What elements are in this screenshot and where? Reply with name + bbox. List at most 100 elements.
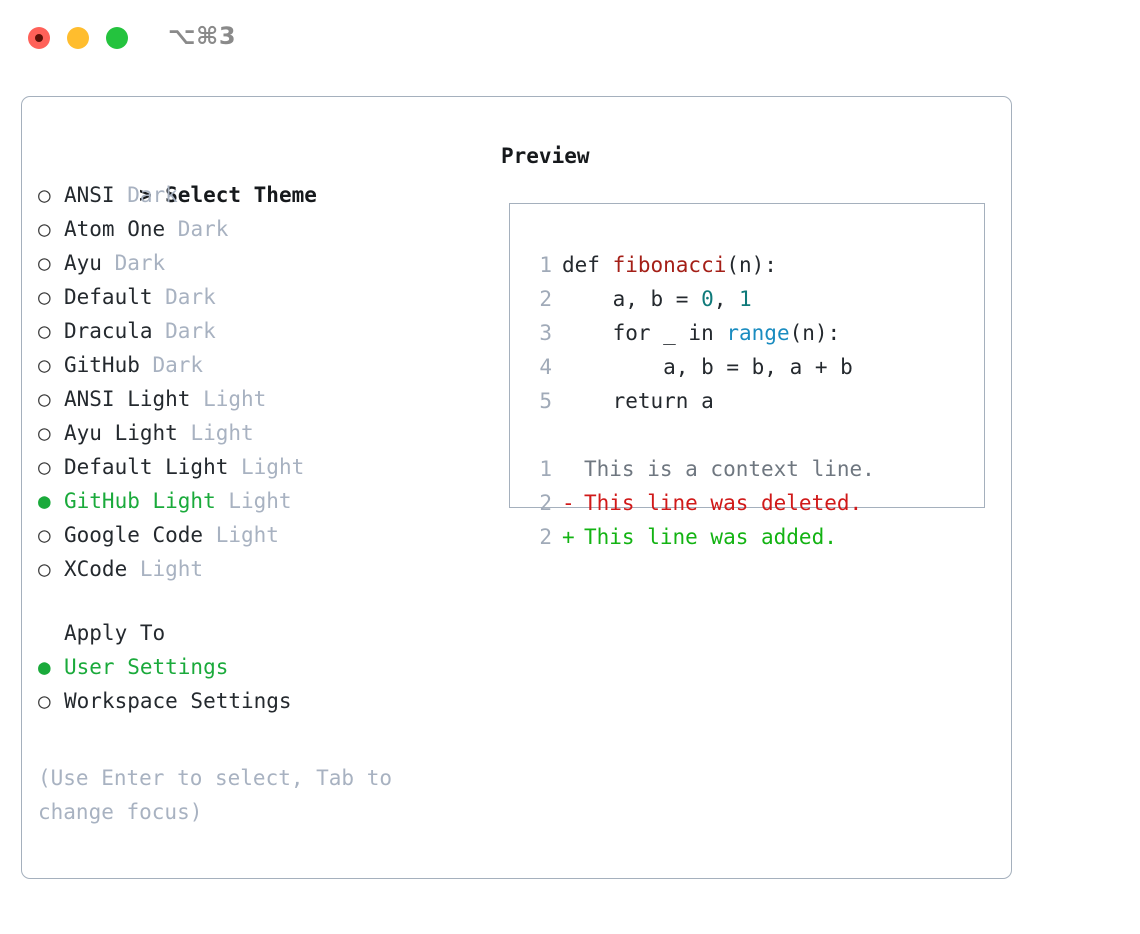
- apply-to-heading: Apply To: [64, 621, 166, 645]
- theme-name: ANSI Light: [64, 387, 191, 411]
- radio-unselected-icon: ○: [38, 183, 51, 207]
- close-window-button[interactable]: [28, 27, 50, 49]
- theme-list-item[interactable]: ○Dracula Dark: [38, 314, 478, 348]
- theme-list-item[interactable]: ○ ANSI Light Light: [38, 382, 478, 416]
- radio-unselected-icon: ○: [38, 217, 51, 241]
- heading-caret-icon: >: [139, 183, 152, 207]
- diff-line-body: + This line was added.: [562, 525, 837, 549]
- diff-line-text: This line was deleted.: [584, 491, 863, 515]
- code-line-text: return a: [562, 389, 714, 413]
- window-title: ⌥⌘3: [168, 22, 237, 50]
- theme-list-item[interactable]: ○ Atom One Dark: [38, 212, 478, 246]
- theme-name: GitHub Light: [64, 489, 216, 513]
- code-token: 1: [739, 287, 752, 311]
- diff-line: 2 + This line was added.: [526, 520, 978, 554]
- theme-picker-pane: > Select Theme ○ ANSI Dark ○ Atom One Dark ○ A…: [38, 144, 478, 718]
- theme-variant-badge: Light: [203, 523, 279, 547]
- radio-selected-icon: ●: [38, 655, 51, 679]
- theme-list-item[interactable]: ○ Google Code Light: [38, 518, 478, 552]
- theme-name: ANSI: [64, 183, 115, 207]
- radio-unselected-icon: ○: [38, 251, 51, 275]
- theme-variant-badge: Dark: [139, 353, 204, 377]
- theme-variant-badge: Dark: [152, 285, 216, 309]
- theme-name: Default Light: [64, 455, 229, 479]
- code-token: fibonacci: [612, 253, 727, 277]
- maximize-window-button[interactable]: [106, 27, 128, 49]
- minimize-window-button[interactable]: [67, 27, 89, 49]
- code-token: 0: [701, 287, 714, 311]
- radio-unselected-icon: ○: [38, 455, 51, 479]
- apply-to-list: ● User Settings ○ Workspace Settings: [38, 650, 478, 718]
- radio-unselected-icon: ○: [38, 689, 51, 713]
- radio-unselected-icon: ○: [38, 523, 51, 547]
- theme-name: Google Code: [64, 523, 204, 547]
- line-number: 2: [539, 525, 552, 549]
- theme-name: Ayu Light: [64, 421, 178, 445]
- line-number: 4: [539, 355, 552, 379]
- code-token: (n):: [726, 253, 777, 277]
- theme-name: Dracula: [64, 319, 153, 343]
- theme-list-item[interactable]: ○ XCode Light: [38, 552, 478, 586]
- apply-to-label: User Settings: [64, 655, 229, 679]
- diff-line-body: This is a context line.: [562, 457, 875, 481]
- diff-line: 1 This is a context line.: [526, 452, 978, 486]
- radio-unselected-icon: ○: [38, 421, 51, 445]
- theme-name: GitHub: [64, 353, 140, 377]
- line-number: 2: [539, 491, 552, 515]
- theme-list-item[interactable]: ○ Ayu Light Light: [38, 416, 478, 450]
- theme-list-item[interactable]: ○GitHub Dark: [38, 348, 478, 382]
- diff-sign: -: [562, 491, 575, 515]
- line-number: 1: [539, 253, 552, 277]
- code-line: 3 for _ in range(n):: [526, 316, 978, 350]
- theme-name: XCode: [64, 557, 128, 581]
- theme-list-item[interactable]: ○ANSI Dark: [38, 178, 478, 212]
- radio-unselected-icon: ○: [38, 285, 51, 309]
- code-token: (n):: [789, 321, 841, 345]
- radio-unselected-icon: ○: [38, 557, 51, 581]
- theme-variant-badge: Light: [177, 421, 254, 445]
- preview-heading: Preview: [501, 144, 590, 168]
- code-line-text: a, b = 0, 1: [562, 287, 752, 311]
- theme-variant-badge: Dark: [165, 217, 229, 241]
- code-diff-separator: [526, 418, 978, 452]
- theme-variant-badge: Light: [228, 455, 305, 479]
- apply-to-item[interactable]: ● User Settings: [38, 650, 478, 684]
- theme-list-item[interactable]: ○ Ayu Dark: [38, 246, 478, 280]
- line-number: 1: [539, 457, 552, 481]
- code-token: a, b =: [562, 287, 702, 311]
- code-line: 1 def fibonacci(n):: [526, 248, 978, 282]
- theme-name: Atom One: [64, 217, 166, 241]
- select-theme-heading-label: Select Theme: [165, 183, 317, 207]
- diff-sign: [562, 452, 584, 486]
- theme-variant-badge: Dark: [101, 251, 166, 275]
- radio-selected-icon: ●: [38, 489, 51, 513]
- code-line: 2 a, b = 0, 1: [526, 282, 978, 316]
- theme-list-item[interactable]: ○ Default Light Light: [38, 450, 478, 484]
- diff-sign: +: [562, 525, 575, 549]
- apply-to-label: Workspace Settings: [64, 689, 292, 713]
- diff-line-text: This line was added.: [584, 525, 837, 549]
- theme-name: Ayu: [64, 251, 102, 275]
- select-theme-heading: > Select Theme: [38, 144, 478, 207]
- code-line-text: a, b = b, a + b: [562, 355, 853, 379]
- radio-unselected-icon: ○: [38, 387, 51, 411]
- theme-variant-badge: Light: [127, 557, 204, 581]
- diff-lines: 1 This is a context line.2-This line was…: [526, 452, 978, 554]
- theme-list-item[interactable]: ● GitHub Light Light: [38, 484, 478, 518]
- settings-card: > Select Theme ○ ANSI Dark ○ Atom One Dark ○ A…: [21, 96, 1012, 879]
- code-token: range: [726, 321, 790, 345]
- code-line-text: def fibonacci(n):: [562, 253, 777, 277]
- radio-unselected-icon: ○: [38, 319, 51, 343]
- theme-variant-badge: Light: [190, 387, 267, 411]
- theme-list-item[interactable]: ○Default Dark: [38, 280, 478, 314]
- line-number: 2: [539, 287, 552, 311]
- line-number: 5: [539, 389, 552, 413]
- diff-line: 2-This line was deleted.: [526, 486, 978, 520]
- theme-variant-badge: Light: [215, 489, 292, 513]
- code-line: 4 a, b = b, a + b: [526, 350, 978, 384]
- apply-to-item[interactable]: ○ Workspace Settings: [38, 684, 478, 718]
